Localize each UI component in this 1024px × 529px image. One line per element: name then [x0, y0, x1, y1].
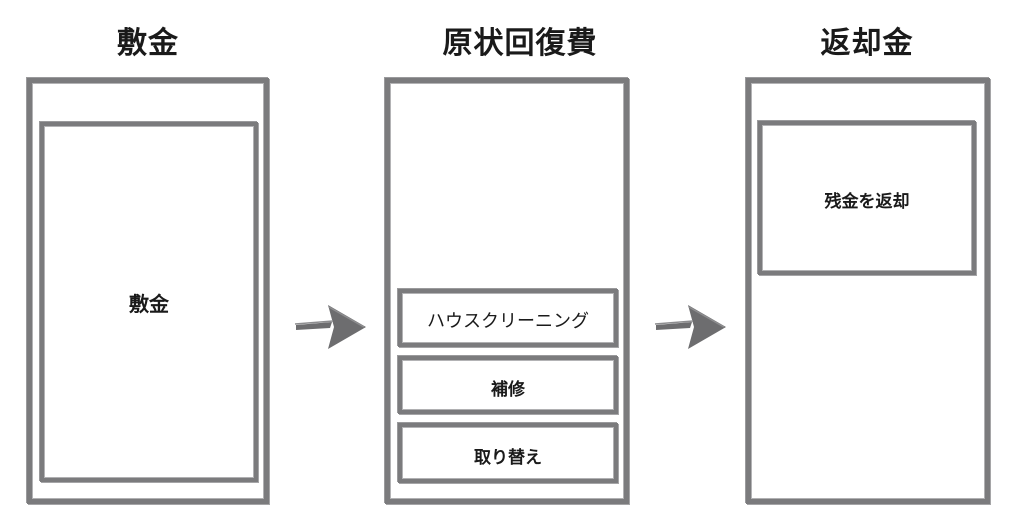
cost-item-replacement: 取り替え — [398, 423, 618, 483]
cost-item-house-cleaning: ハウスクリーニング — [398, 289, 618, 347]
arrow-right-icon — [654, 305, 726, 349]
cost-item-label: ハウスクリーニング — [427, 311, 589, 332]
column-title-deposit: 敷金 — [117, 26, 179, 61]
column-title-refund: 返却金 — [820, 26, 914, 61]
column-title-restoration-cost: 原状回復費 — [442, 26, 598, 61]
cost-item-label: 補修 — [491, 380, 525, 400]
refund-inner-box: 残金を返却 — [758, 121, 976, 275]
arrow-right-icon — [294, 305, 366, 349]
deposit-label: 敷金 — [129, 292, 169, 316]
deposit-outer-box — [27, 78, 269, 504]
cost-item-repair: 補修 — [398, 356, 618, 414]
deposit-inner-box: 敷金 — [40, 122, 258, 482]
cost-item-label: 取り替え — [474, 448, 542, 468]
restoration-outer-box — [385, 78, 629, 504]
refund-outer-box — [746, 78, 990, 504]
refund-label: 残金を返却 — [824, 192, 910, 212]
